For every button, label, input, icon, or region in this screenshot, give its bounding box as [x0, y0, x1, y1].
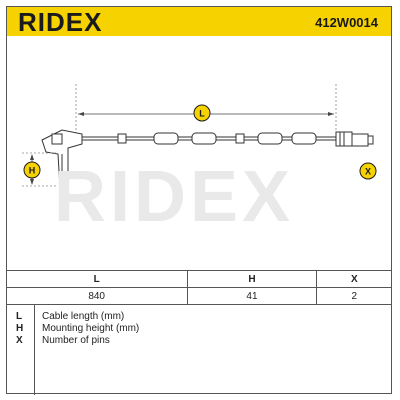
page-frame [6, 6, 392, 394]
length-badge: L [193, 104, 211, 122]
legend-key: X [16, 335, 23, 346]
value-cell-l: 840 [6, 287, 188, 304]
legend-text: Cable length (mm) [42, 311, 125, 322]
legend-key: L [16, 311, 23, 322]
header-cell-h: H [187, 270, 317, 288]
legend-text: Mounting height (mm) [42, 323, 140, 334]
watermark-logo: RIDEX [54, 157, 295, 237]
height-badge-label: H [29, 166, 36, 176]
sensor-cable [82, 132, 336, 145]
header-cell-l: L [6, 270, 188, 288]
length-badge-label: L [199, 109, 205, 119]
sensor-drawing: L H X [22, 84, 377, 189]
brand-logo: RIDEX [18, 7, 103, 37]
pins-badge: X [359, 162, 377, 180]
legend-key: H [16, 323, 24, 334]
connector-plug [335, 131, 374, 147]
product-diagram: RIDEX [6, 36, 392, 270]
header-cell-x: X [315, 270, 392, 288]
legend-divider [34, 305, 35, 395]
legend-text: Number of pins [42, 335, 110, 346]
value-cell-x: 2 [315, 287, 392, 304]
header-bar: RIDEX 412W0014 [6, 6, 392, 36]
height-badge: H [23, 161, 41, 179]
dimensions-value-row: 840 41 2 [6, 287, 392, 304]
value-cell-h: 41 [187, 287, 317, 304]
legend: L Cable length (mm) H Mounting height (m… [6, 304, 392, 395]
pins-badge-label: X [365, 167, 371, 177]
part-number: 412W0014 [315, 15, 378, 30]
dimensions-table: L H X 840 41 2 [6, 270, 392, 304]
dimensions-header-row: L H X [6, 270, 392, 288]
sensor-head [41, 129, 83, 189]
